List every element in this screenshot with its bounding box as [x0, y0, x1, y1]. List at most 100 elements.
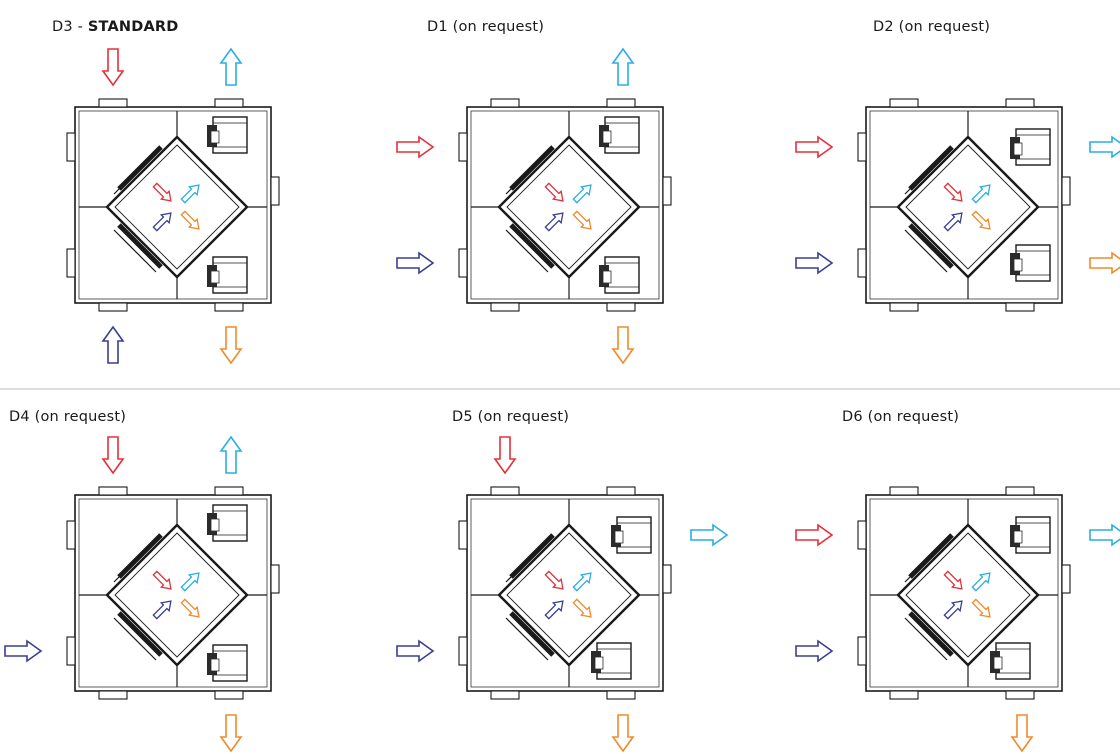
- duct-spigot: [662, 176, 672, 206]
- flow-arrow-extract-in-shape: [943, 600, 963, 620]
- ventilation-unit-d6: [857, 486, 1071, 700]
- extract-inlet-arrow-shape: [795, 251, 834, 275]
- filter: [509, 611, 555, 657]
- flow-arrow-extract-out: [971, 598, 991, 618]
- filter: [117, 223, 163, 269]
- supply-outlet-arrow: [611, 47, 635, 86]
- heat-exchanger-inner: [114, 532, 240, 658]
- configuration-label-emphasis: STANDARD: [88, 19, 179, 35]
- duct-spigot: [66, 520, 76, 550]
- fan-motor-detail: [210, 270, 220, 284]
- duct-spigot: [490, 302, 520, 312]
- flow-arrow-supply-in: [544, 182, 564, 202]
- ventilation-unit-d2: [857, 98, 1071, 312]
- fan-motor-detail: [210, 518, 220, 532]
- duct-spigot: [606, 486, 636, 496]
- ventilation-unit-d1: [458, 98, 672, 312]
- extract-inlet-arrow: [101, 325, 125, 364]
- fan-motor-detail: [594, 656, 604, 670]
- filter-edge: [113, 539, 157, 583]
- supply-inlet-arrow: [396, 135, 435, 159]
- supply-inlet-arrow-shape: [795, 523, 834, 547]
- flow-arrow-supply-in-shape: [544, 570, 564, 590]
- filter-edge: [505, 539, 549, 583]
- flow-arrow-supply-in-shape: [544, 182, 564, 202]
- fan-unit: [1010, 516, 1051, 554]
- filter: [908, 223, 954, 269]
- flow-arrow-supply-out: [180, 184, 200, 204]
- unit-casing-inner: [869, 110, 1059, 300]
- duct-spigot: [458, 520, 468, 550]
- flow-arrow-supply-out-shape: [572, 572, 592, 592]
- fan-unit: [1010, 244, 1051, 282]
- duct-spigot: [214, 486, 244, 496]
- fan-unit: [599, 116, 640, 154]
- duct-spigot: [1005, 302, 1035, 312]
- duct-spigot: [857, 132, 867, 162]
- fan-unit: [207, 116, 248, 154]
- flow-arrow-extract-in-shape: [152, 600, 172, 620]
- duct-spigot: [98, 690, 128, 700]
- fan-motor-detail: [1013, 142, 1023, 156]
- flow-arrow-extract-out: [180, 210, 200, 230]
- filter-edge: [113, 151, 157, 195]
- configuration-label-text: D6 (on request): [842, 409, 959, 425]
- flow-arrow-extract-in: [152, 600, 172, 620]
- fan-unit: [1010, 128, 1051, 166]
- unit-casing-inner: [78, 498, 268, 688]
- fan-motor-detail: [210, 658, 220, 672]
- duct-spigot: [490, 690, 520, 700]
- flow-arrow-extract-out: [971, 210, 991, 230]
- flow-arrow-supply-in-shape: [943, 570, 963, 590]
- filter-edge: [904, 539, 948, 583]
- flow-arrow-extract-in-shape: [943, 212, 963, 232]
- duct-spigot: [857, 248, 867, 278]
- flow-arrow-supply-in: [544, 570, 564, 590]
- flow-arrow-extract-out-shape: [572, 598, 592, 618]
- supply-outlet-arrow-shape: [690, 523, 729, 547]
- flow-arrow-supply-out: [572, 572, 592, 592]
- filter-edge: [505, 229, 549, 273]
- configuration-label-text: D3 -: [52, 19, 88, 35]
- configuration-label-text: D4 (on request): [9, 409, 126, 425]
- extract-outlet-arrow: [219, 326, 243, 365]
- duct-spigot: [458, 132, 468, 162]
- flow-arrow-supply-out: [180, 572, 200, 592]
- extract-inlet-arrow-shape: [795, 639, 834, 663]
- extract-inlet-arrow: [795, 251, 834, 275]
- heat-exchanger-inner: [506, 144, 632, 270]
- unit-casing-inner: [869, 498, 1059, 688]
- fan-unit: [990, 642, 1031, 680]
- configuration-label: D2 (on request): [873, 19, 990, 35]
- filter-edge: [904, 229, 948, 273]
- flow-arrow-extract-in: [544, 600, 564, 620]
- duct-spigot: [1005, 690, 1035, 700]
- extract-inlet-arrow: [795, 639, 834, 663]
- extract-inlet-arrow-shape: [101, 325, 125, 364]
- supply-inlet-arrow: [101, 48, 125, 87]
- flow-arrow-supply-in-shape: [152, 570, 172, 590]
- filter: [509, 223, 555, 269]
- fan-unit: [207, 256, 248, 294]
- configuration-label-text: D2 (on request): [873, 19, 990, 35]
- duct-spigot: [98, 486, 128, 496]
- flow-arrow-extract-out: [180, 598, 200, 618]
- extract-outlet-arrow-shape: [611, 714, 635, 753]
- flow-arrow-extract-in: [943, 212, 963, 232]
- flow-arrow-extract-out: [572, 598, 592, 618]
- flow-arrow-supply-in-shape: [943, 182, 963, 202]
- duct-spigot: [606, 98, 636, 108]
- flow-arrow-extract-in: [544, 212, 564, 232]
- ventilation-unit-d3: [66, 98, 280, 312]
- flow-arrow-supply-out: [971, 184, 991, 204]
- supply-outlet-arrow-shape: [219, 47, 243, 86]
- flow-arrow-extract-out-shape: [971, 598, 991, 618]
- fan-motor-detail: [602, 130, 612, 144]
- extract-outlet-arrow: [1010, 714, 1034, 753]
- unit-casing-inner: [78, 110, 268, 300]
- extract-inlet-arrow: [4, 639, 43, 663]
- fan-unit: [611, 516, 652, 554]
- duct-spigot: [1061, 564, 1071, 594]
- duct-spigot: [458, 636, 468, 666]
- configuration-panel-d2: D2 (on request): [795, 19, 1120, 312]
